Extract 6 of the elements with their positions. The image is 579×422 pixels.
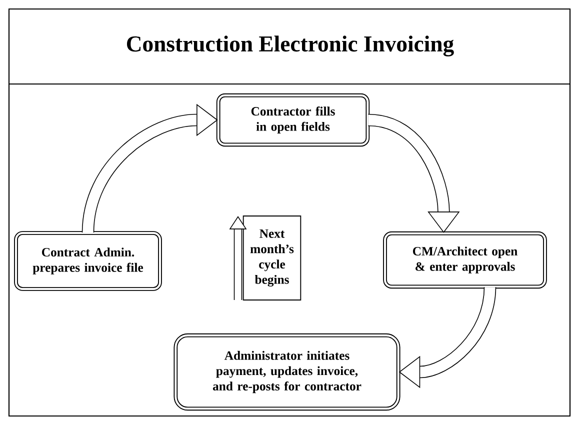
process-box: CM/Architect open & enter approvals — [383, 231, 547, 289]
process-box: Administrator initiates payment, updates invoice, and re-posts for contractor — [174, 333, 400, 411]
title-banner: Construction Electronic Invoicing — [8, 8, 571, 85]
process-box: Contract Admin. prepares invoice file — [14, 231, 162, 291]
cycle-box: Next month’s cycle begins — [242, 216, 302, 300]
process-box: Contractor fills in open fields — [216, 93, 370, 147]
